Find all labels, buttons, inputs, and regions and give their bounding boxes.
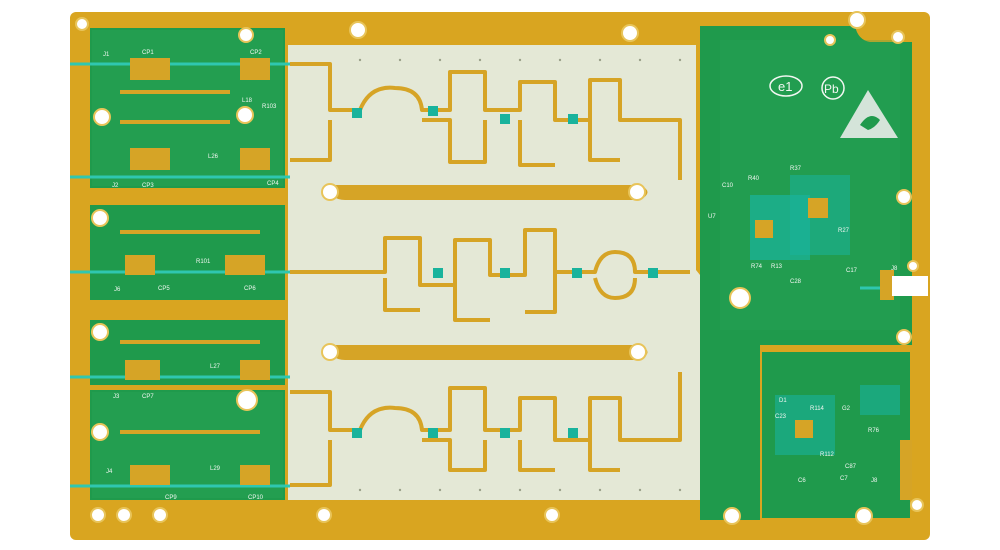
svg-text:U7: U7 bbox=[708, 214, 716, 220]
svg-text:G2: G2 bbox=[842, 406, 851, 412]
right-components bbox=[750, 175, 912, 500]
svg-text:C23: C23 bbox=[775, 414, 787, 420]
svg-text:CP3: CP3 bbox=[142, 183, 154, 189]
rf-connector-notch bbox=[892, 276, 928, 296]
svg-text:R76: R76 bbox=[868, 428, 880, 434]
svg-text:R112: R112 bbox=[820, 452, 835, 458]
svg-text:R27: R27 bbox=[838, 228, 850, 234]
compliance-marks: e1 Pb bbox=[769, 75, 898, 138]
svg-text:CP7: CP7 bbox=[142, 394, 154, 400]
svg-text:CP5: CP5 bbox=[158, 286, 170, 292]
svg-text:R40: R40 bbox=[748, 176, 760, 182]
mounting-holes bbox=[75, 11, 924, 525]
svg-text:C10: C10 bbox=[722, 183, 734, 189]
svg-text:R114: R114 bbox=[810, 406, 825, 412]
svg-text:J4: J4 bbox=[106, 469, 113, 475]
svg-text:C17: C17 bbox=[846, 268, 858, 274]
svg-text:J8: J8 bbox=[871, 478, 878, 484]
left-block-pads bbox=[120, 58, 270, 485]
pb-label: Pb bbox=[824, 82, 839, 96]
svg-text:CP9: CP9 bbox=[165, 495, 177, 501]
svg-text:R13: R13 bbox=[771, 264, 783, 270]
pb-free-mark bbox=[821, 76, 845, 100]
esd-warning-icon bbox=[840, 90, 898, 138]
svg-text:J1: J1 bbox=[103, 52, 110, 58]
filter-capacitors bbox=[352, 106, 658, 438]
svg-text:J8: J8 bbox=[891, 266, 898, 272]
svg-text:R101: R101 bbox=[196, 259, 211, 265]
silkscreen-labels: J1 CP1 CP2 R103 L18 L26 J2 CP3 CP4 R101 … bbox=[103, 50, 898, 501]
svg-text:R37: R37 bbox=[790, 166, 802, 172]
svg-text:CP4: CP4 bbox=[267, 181, 279, 187]
svg-text:CP10: CP10 bbox=[248, 495, 264, 501]
svg-text:C7: C7 bbox=[840, 476, 848, 482]
e1-label: e1 bbox=[778, 79, 792, 94]
svg-text:R103: R103 bbox=[262, 104, 277, 110]
svg-text:J6: J6 bbox=[114, 287, 121, 293]
svg-text:L27: L27 bbox=[210, 364, 221, 370]
svg-text:C87: C87 bbox=[845, 464, 857, 470]
e1-mark bbox=[769, 75, 803, 97]
svg-text:L18: L18 bbox=[242, 98, 253, 104]
stitching-vias bbox=[358, 58, 682, 492]
svg-text:L29: L29 bbox=[210, 466, 221, 472]
svg-text:C28: C28 bbox=[790, 279, 802, 285]
svg-text:R74: R74 bbox=[751, 264, 763, 270]
svg-text:CP6: CP6 bbox=[244, 286, 256, 292]
svg-text:C6: C6 bbox=[798, 478, 806, 484]
svg-text:D1: D1 bbox=[779, 398, 787, 404]
svg-text:J3: J3 bbox=[113, 394, 120, 400]
svg-text:J2: J2 bbox=[112, 183, 119, 189]
svg-text:CP2: CP2 bbox=[250, 50, 262, 56]
filter-traces bbox=[290, 62, 690, 487]
svg-text:L26: L26 bbox=[208, 154, 219, 160]
svg-text:CP1: CP1 bbox=[142, 50, 154, 56]
